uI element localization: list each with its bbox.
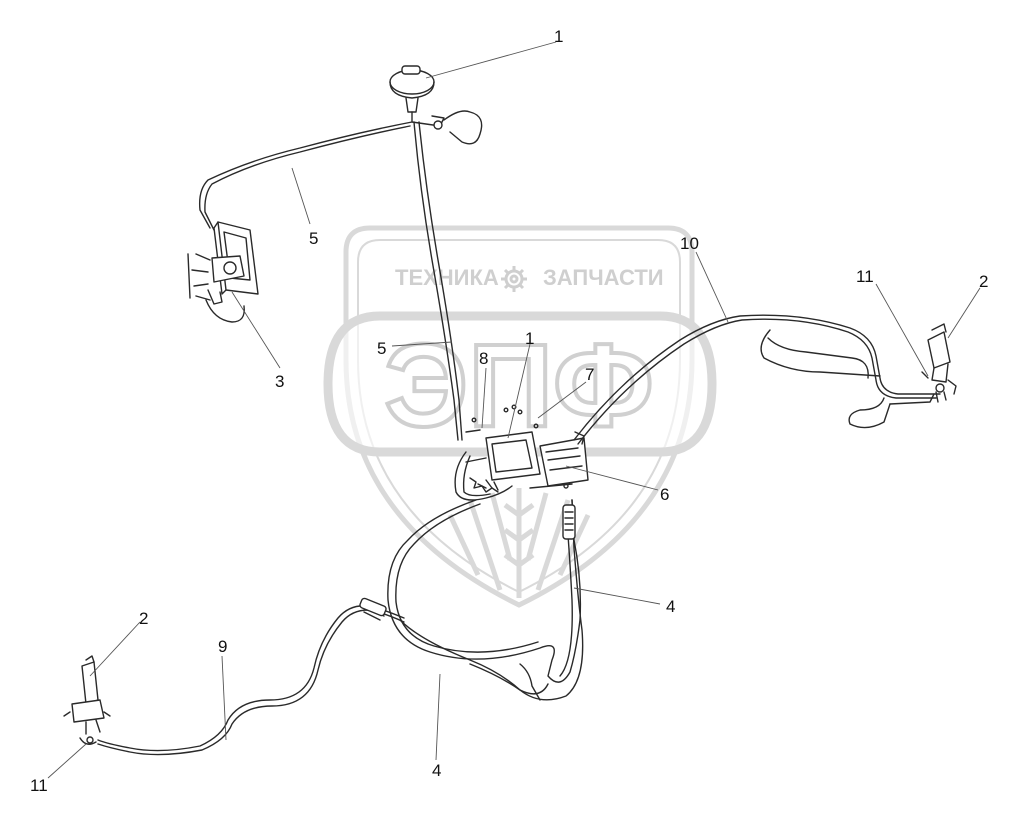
callout-8: 8 [479,349,488,368]
watermark-band [323,311,717,457]
leader-11-left [47,743,87,779]
gps-antenna [389,65,435,113]
callout-6: 6 [660,485,669,504]
callout-1-mid: 1 [525,329,534,348]
harness-drawing [63,65,957,756]
callout-11-right: 11 [856,267,874,286]
leader-6 [565,465,659,491]
leader-4-right [573,587,661,605]
callout-5-upper: 5 [309,229,318,248]
leader-1-mid [507,343,531,439]
leader-3 [231,291,281,369]
cable-9 [97,597,405,756]
sensor-left [63,655,111,745]
leader-2-left [89,621,141,677]
watermark-text-left: ТЕХНИКА [395,265,499,290]
callout-11-left: 11 [30,776,48,795]
callout-5-mid: 5 [377,339,386,358]
leader-8 [481,367,487,429]
callout-4-right: 4 [666,597,675,616]
leader-11-right [875,283,929,377]
cable-5-vertical [413,121,463,441]
callout-4-bottom: 4 [432,761,441,780]
leader-7 [537,381,587,419]
leader-5-upper [291,167,311,225]
leader-4-bottom [435,673,441,761]
callout-9: 9 [218,637,227,656]
control-box [454,404,589,501]
watermark-big-text: ЭПФ [384,320,653,452]
watermark-gear-icon [501,266,527,292]
callout-10: 10 [680,234,699,253]
leader-5-mid [391,341,453,347]
leader-10 [695,251,729,323]
callout-2-right: 2 [979,272,988,291]
callout-labels: 1 5 3 5 8 1 7 10 11 2 6 4 9 2 4 11 [30,27,988,795]
watermark [323,225,717,608]
callout-1-top: 1 [554,27,563,46]
leader-lines [47,41,981,779]
sensor-right [921,323,957,403]
cable-4 [387,499,584,701]
leader-1-top [425,41,557,79]
callout-2-left: 2 [139,609,148,628]
antenna-bracket [411,110,483,145]
leader-2-right [947,287,981,339]
watermark-text-right: ЗАПЧАСТИ [543,265,664,290]
leader-9 [221,655,227,741]
display-unit [187,221,259,323]
watermark-wheat [447,488,591,598]
cable-5-upper [198,121,413,231]
callout-7: 7 [585,365,594,384]
callout-3: 3 [275,372,284,391]
cable-10 [573,314,941,445]
